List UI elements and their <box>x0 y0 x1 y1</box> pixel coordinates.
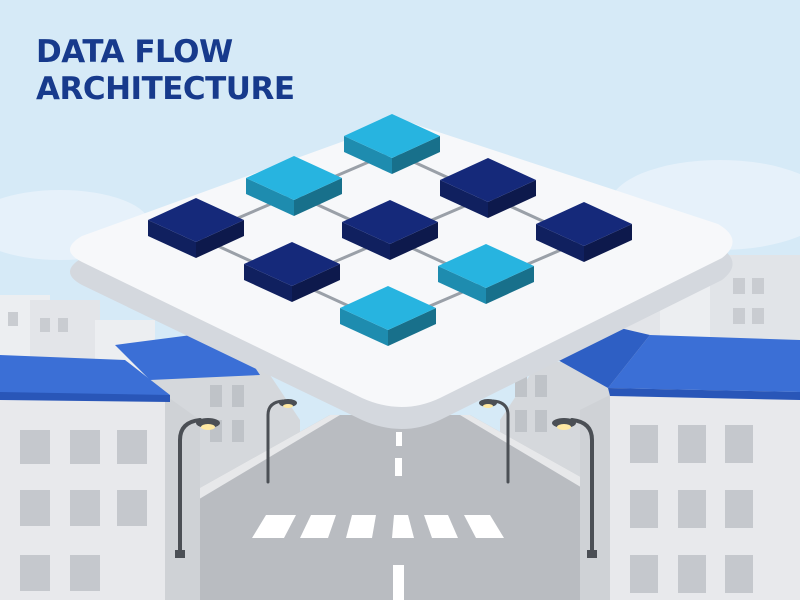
page-title: DATA FLOW ARCHITECTURE <box>36 34 295 108</box>
street-lamp <box>175 418 220 558</box>
street-lamp <box>479 399 510 484</box>
left-building <box>0 330 260 600</box>
data-node-light <box>344 114 440 174</box>
data-node-light <box>438 244 534 304</box>
data-node-dark <box>440 158 536 218</box>
node-grid <box>148 114 632 346</box>
street-lamp <box>552 418 597 558</box>
data-node-dark <box>342 200 438 260</box>
data-node-dark <box>536 202 632 262</box>
blue-roof <box>0 355 170 400</box>
street-lamp <box>266 399 297 484</box>
street-lamps <box>175 399 597 558</box>
platform-surface <box>70 121 733 408</box>
data-node-dark <box>148 198 244 258</box>
data-node-light <box>246 156 342 216</box>
data-node-light <box>340 286 436 346</box>
right-building <box>540 322 800 600</box>
crosswalk <box>252 515 504 538</box>
title-line-2: ARCHITECTURE <box>36 71 295 107</box>
blue-roof <box>608 335 800 392</box>
title-line-1: DATA FLOW <box>36 34 233 70</box>
data-node-dark <box>244 242 340 302</box>
